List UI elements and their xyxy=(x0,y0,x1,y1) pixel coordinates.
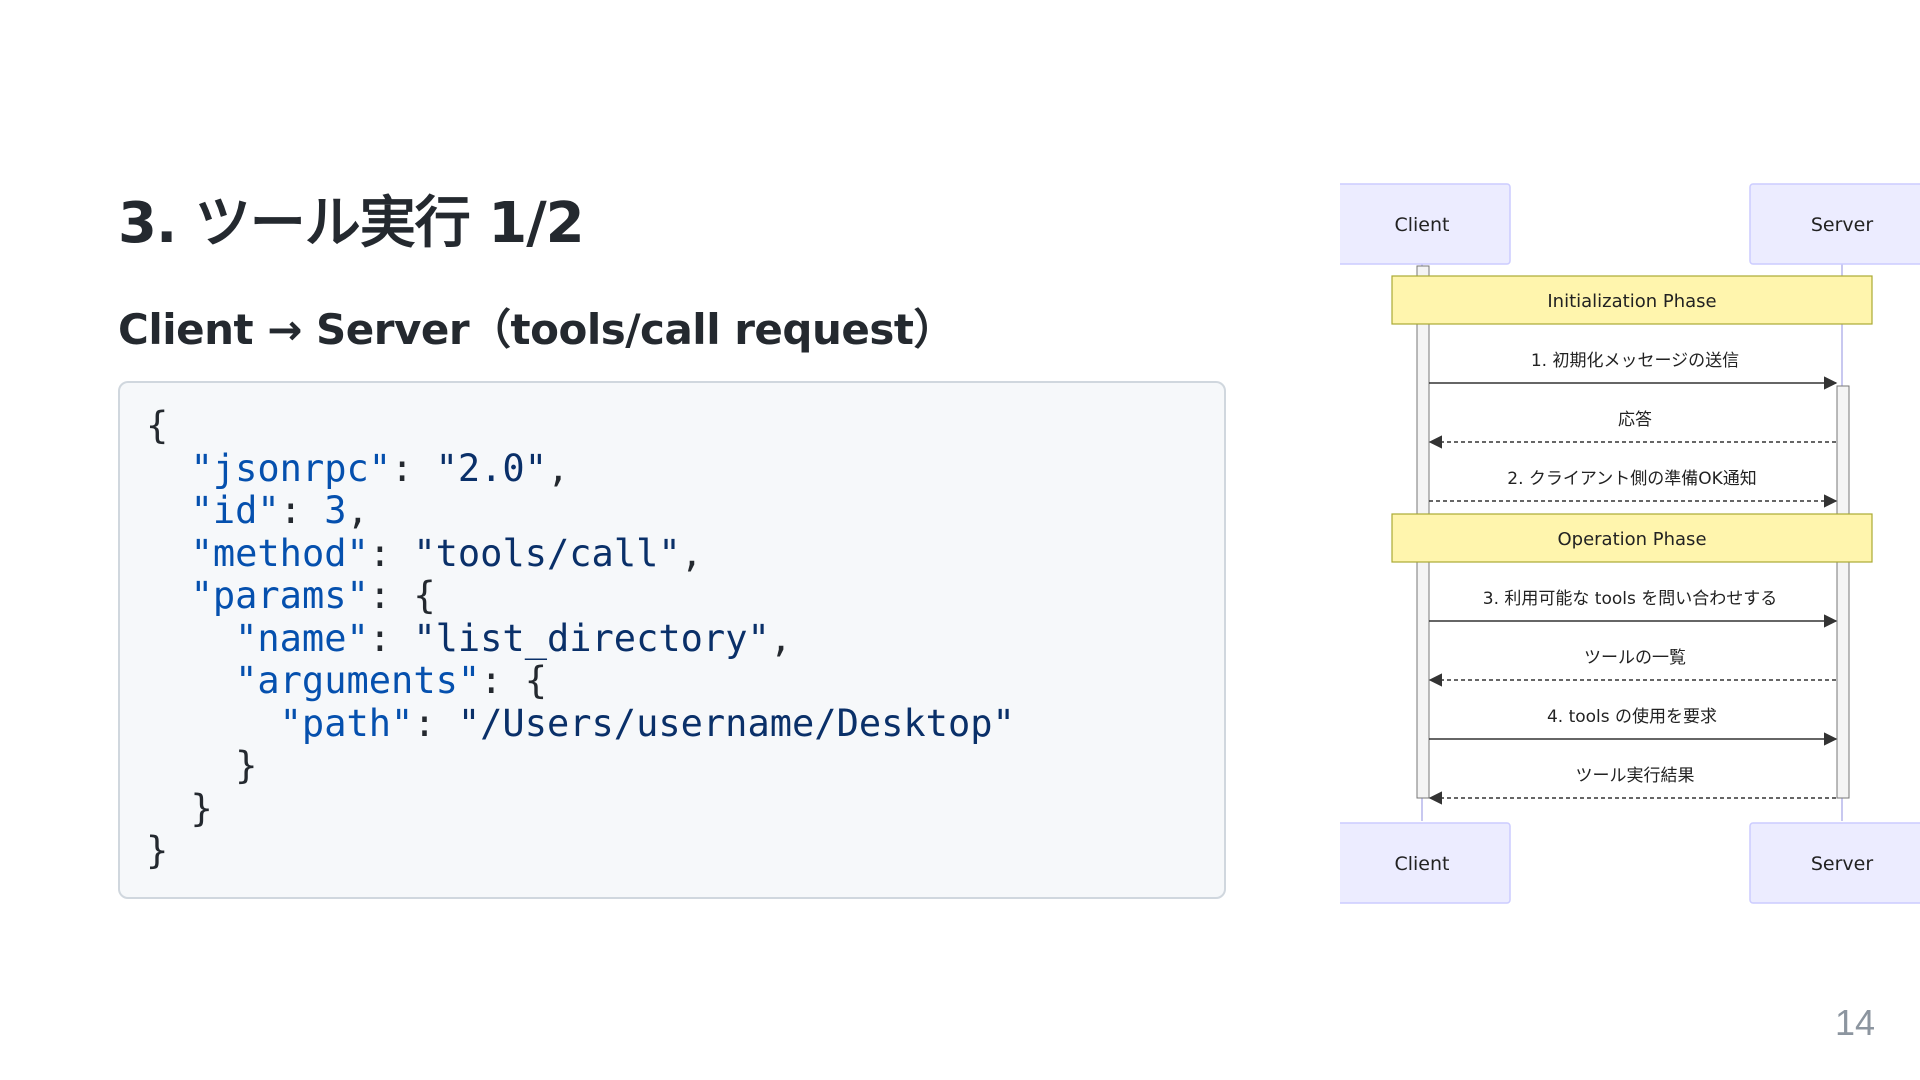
code-token xyxy=(146,617,235,660)
code-token: } xyxy=(146,829,169,872)
code-line: } xyxy=(146,744,257,787)
code-line: "path": "/Users/username/Desktop" xyxy=(146,702,1015,745)
participant-label: Server xyxy=(1811,853,1873,875)
slide-title: 3. ツール実行 1/2 xyxy=(118,191,585,256)
code-token: } xyxy=(146,744,258,787)
code-token: } xyxy=(146,786,213,830)
code-block: { "jsonrpc": "2.0", "id": 3, "method": "… xyxy=(118,381,1226,899)
message-tools-list-response: ツールの一覧 xyxy=(1428,648,1836,687)
phase-note-operation: Operation Phase xyxy=(1391,513,1873,563)
code-token: , xyxy=(346,489,369,532)
code-token: , xyxy=(680,531,703,575)
sequence-diagram: Client Server Initialization Phase Opera… xyxy=(1340,183,1920,904)
code-line: "params": { xyxy=(146,574,436,617)
code-token: "jsonrpc" xyxy=(190,446,392,490)
slide-subtitle: Client → Server（tools/call request） xyxy=(118,305,955,354)
code-token: "name" xyxy=(235,616,369,660)
code-line: "method": "tools/call", xyxy=(146,532,703,575)
code-token xyxy=(146,447,191,490)
code-line: { xyxy=(146,404,168,447)
code-token: { xyxy=(146,404,169,447)
message-init-request: 1. 初期化メッセージの送信 xyxy=(1429,351,1838,390)
code-token: , xyxy=(547,446,570,490)
code-token xyxy=(146,574,191,617)
message-label: 4. tools の使用を要求 xyxy=(1547,706,1717,727)
participant-label: Server xyxy=(1811,214,1873,236)
message-label: ツール実行結果 xyxy=(1576,766,1695,786)
code-token: "params" xyxy=(190,574,369,617)
code-token: "id" xyxy=(190,489,280,532)
code-token xyxy=(146,702,280,745)
message-label: 1. 初期化メッセージの送信 xyxy=(1531,351,1739,371)
code-token: : xyxy=(279,489,325,532)
code-token: : xyxy=(368,616,414,660)
code-line: "id": 3, xyxy=(146,489,369,532)
message-init-response: 応答 xyxy=(1428,410,1836,449)
participant-label: Client xyxy=(1394,853,1449,875)
code-token: : { xyxy=(480,659,547,702)
message-label: 3. 利用可能な tools を問い合わせする xyxy=(1483,589,1777,609)
code-token: : { xyxy=(368,574,436,617)
message-tools-list-request: 3. 利用可能な tools を問い合わせする xyxy=(1429,589,1838,628)
code-token: "method" xyxy=(190,531,369,575)
code-token xyxy=(146,532,191,575)
message-tool-call-request: 4. tools の使用を要求 xyxy=(1429,706,1838,746)
code-token: , xyxy=(769,616,793,660)
code-token: 3 xyxy=(324,489,347,532)
participant-server-bottom: Server xyxy=(1749,822,1920,904)
code-token xyxy=(146,659,235,702)
message-tool-call-result: ツール実行結果 xyxy=(1428,766,1836,805)
code-line: "jsonrpc": "2.0", xyxy=(146,446,570,490)
phase-label: Operation Phase xyxy=(1557,529,1706,550)
code-token: "/Users/username/Desktop" xyxy=(457,701,1015,745)
code-line: "arguments": { xyxy=(146,659,547,702)
code-token: "2.0" xyxy=(435,446,547,490)
message-ready-notification: 2. クライアント側の準備OK通知 xyxy=(1429,469,1838,508)
message-label: 応答 xyxy=(1618,410,1652,430)
participant-label: Client xyxy=(1394,214,1449,236)
code-line: "name": "list_directory", xyxy=(146,617,792,660)
phase-label: Initialization Phase xyxy=(1547,291,1716,312)
participant-server-top: Server xyxy=(1749,183,1920,265)
code-token: "list_directory" xyxy=(413,616,770,660)
phase-note-initialization: Initialization Phase xyxy=(1391,275,1873,325)
code-token: "path" xyxy=(279,701,414,745)
code-token: : xyxy=(413,701,458,745)
code-token: "tools/call" xyxy=(413,531,681,575)
participant-client-bottom: Client xyxy=(1340,822,1511,904)
code-token: : xyxy=(391,446,436,490)
code-token: "arguments" xyxy=(235,659,481,702)
json-request-code: { "jsonrpc": "2.0", "id": 3, "method": "… xyxy=(146,404,1198,873)
code-token xyxy=(146,489,191,532)
participant-client-top: Client xyxy=(1340,183,1511,265)
server-activation-bar xyxy=(1836,385,1850,799)
page-number: 14 xyxy=(1834,1002,1875,1043)
message-label: ツールの一覧 xyxy=(1584,648,1686,668)
code-token: : xyxy=(368,531,414,575)
code-line: } xyxy=(146,787,213,830)
message-label: 2. クライアント側の準備OK通知 xyxy=(1507,469,1756,489)
code-line: } xyxy=(146,829,168,872)
